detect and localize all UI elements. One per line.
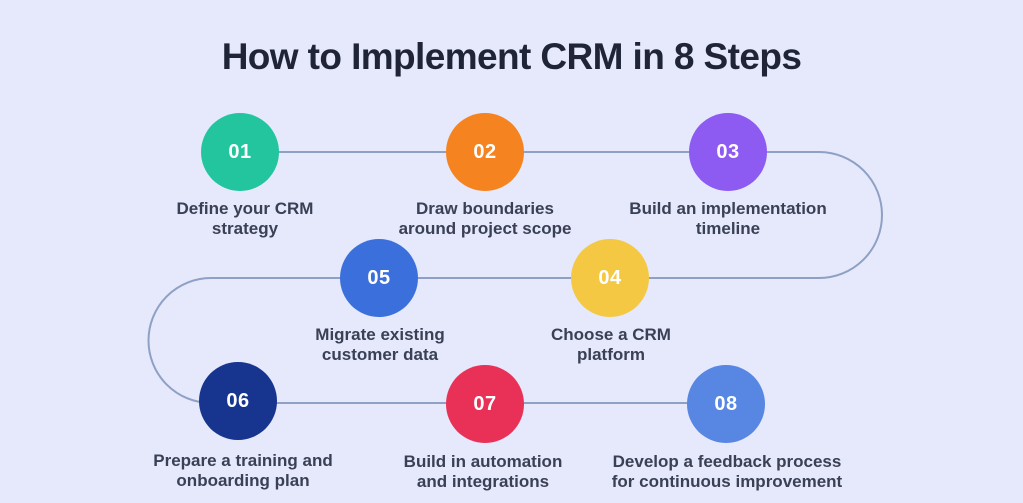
step-02-label: Draw boundaries around project scope <box>398 199 572 238</box>
step-03-circle: 03 <box>689 113 767 191</box>
step-08-label: Develop a feedback process for continuou… <box>611 452 843 491</box>
step-03-label: Build an implementation timeline <box>629 199 827 238</box>
step-06-circle: 06 <box>199 362 277 440</box>
step-04-circle: 04 <box>571 239 649 317</box>
step-07-number: 07 <box>473 392 497 415</box>
step-06-number: 06 <box>226 389 250 412</box>
step-05-circle: 05 <box>340 239 418 317</box>
step-01-circle: 01 <box>201 113 279 191</box>
step-05-number: 05 <box>367 266 391 289</box>
step-03-number: 03 <box>716 140 740 163</box>
step-01-number: 01 <box>228 140 252 163</box>
step-08-circle: 08 <box>687 365 765 443</box>
step-05-label: Migrate existing customer data <box>315 325 445 364</box>
step-06-label: Prepare a training and onboarding plan <box>153 451 333 490</box>
connector-line <box>147 151 883 404</box>
step-07-label: Build in automation and integrations <box>403 452 563 491</box>
step-02-number: 02 <box>473 140 497 163</box>
step-08-number: 08 <box>714 392 738 415</box>
step-04-label: Choose a CRM platform <box>551 325 671 364</box>
step-02-circle: 02 <box>446 113 524 191</box>
step-07-circle: 07 <box>446 365 524 443</box>
step-01-label: Define your CRM strategy <box>176 199 314 238</box>
step-04-number: 04 <box>598 266 622 289</box>
page-title: How to Implement CRM in 8 Steps <box>221 36 802 77</box>
